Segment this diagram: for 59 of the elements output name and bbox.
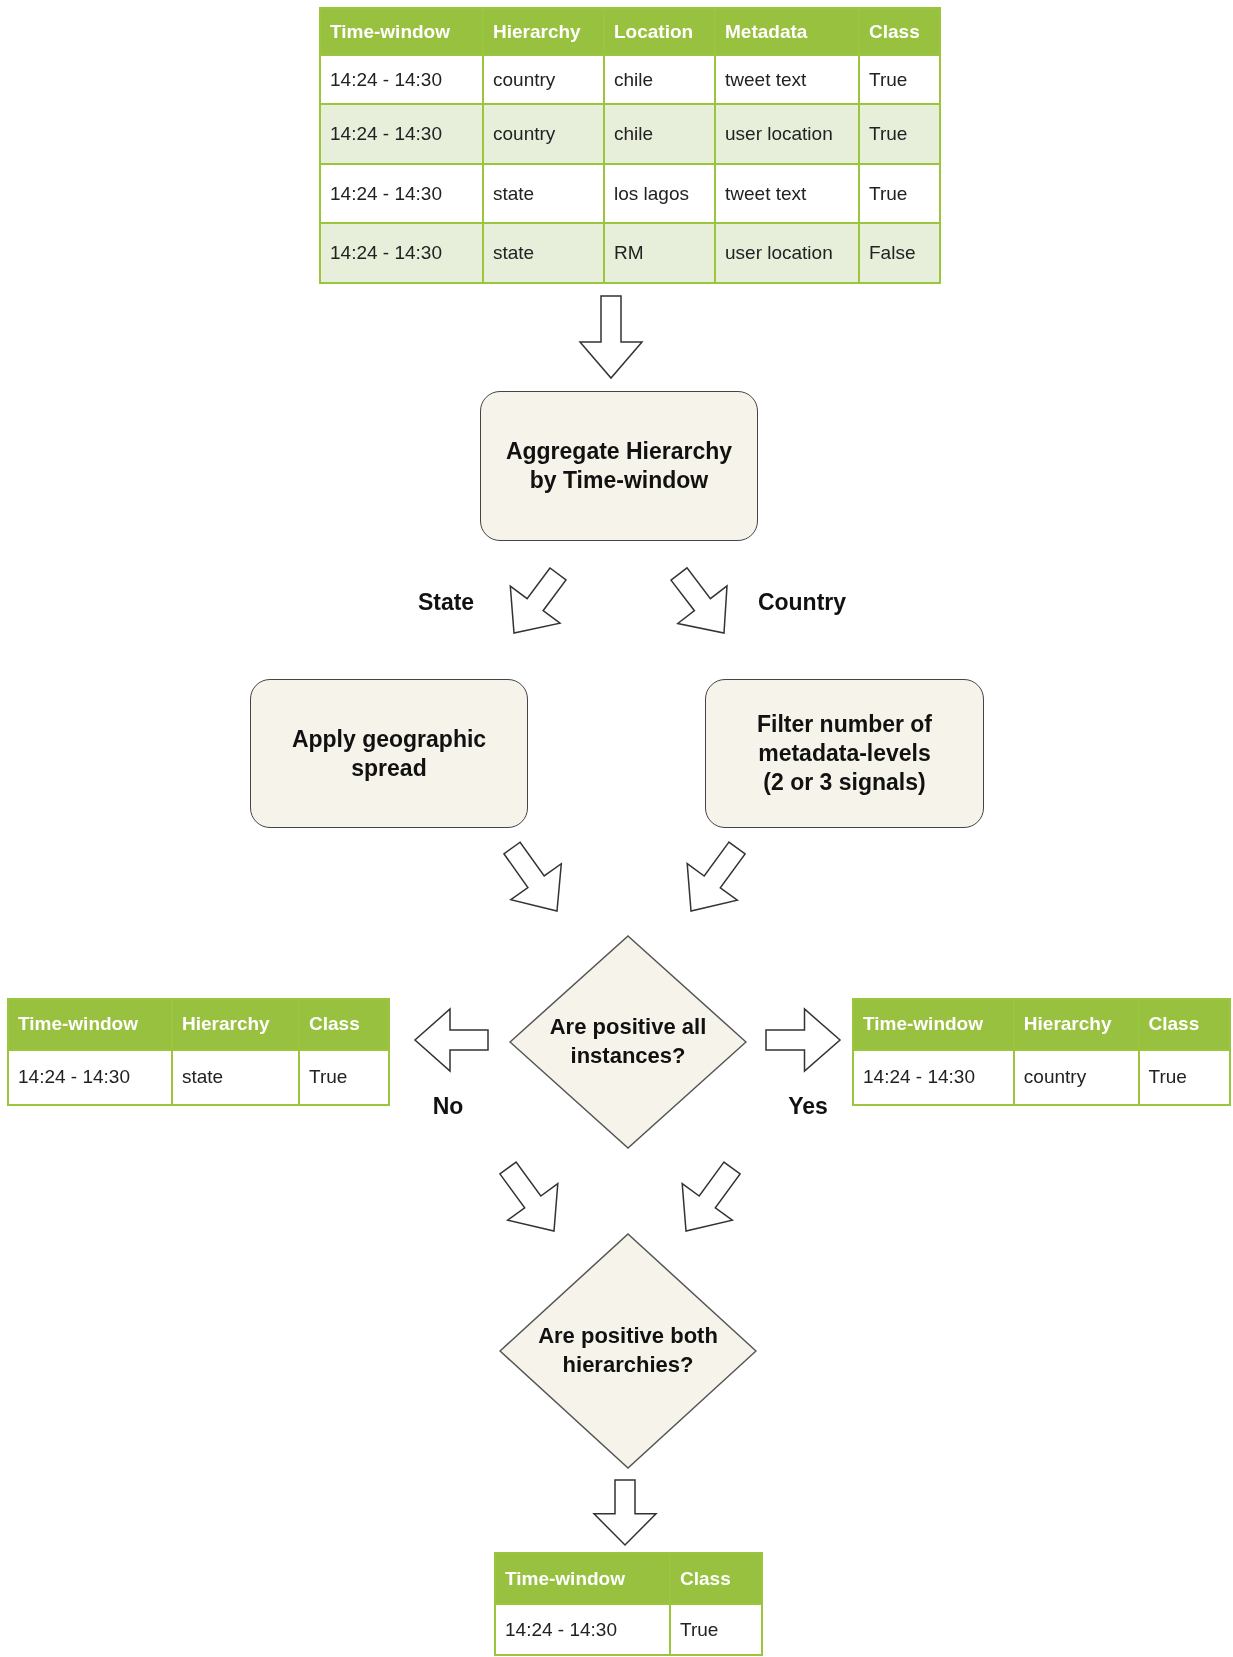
block-arrow: [592, 1479, 658, 1547]
data-table: [852, 998, 1231, 1106]
column-header: Time-window: [320, 8, 483, 56]
table-cell: 14:24 - 14:30: [320, 104, 483, 164]
column-header: Class: [299, 999, 389, 1050]
edge-label: Country: [757, 588, 847, 616]
box-text: Filter number of metadata-levels (2 or 3 signals): [755, 710, 934, 797]
edge-label: No: [432, 1092, 464, 1120]
edge-label: Yes: [788, 1092, 828, 1120]
process-box: [705, 679, 984, 828]
table-cell: country: [483, 104, 604, 164]
column-header: Class: [1138, 999, 1230, 1050]
table-cell: 14:24 - 14:30: [495, 1604, 670, 1655]
column-header: Hierarchy: [172, 999, 299, 1050]
column-header: Class: [859, 8, 940, 56]
table-cell: user location: [715, 223, 859, 283]
table-cell: True: [1138, 1049, 1230, 1105]
block-arrow: [669, 566, 728, 634]
decision-diamond: [509, 935, 747, 1149]
table-cell: state: [172, 1049, 299, 1105]
column-header: Location: [604, 8, 715, 56]
table-cell: True: [299, 1049, 389, 1105]
process-box: [250, 679, 528, 828]
decision-text: Are positive both hierarchies?: [537, 1322, 719, 1379]
decision-diamond: [499, 1233, 757, 1469]
column-header: Metadata: [715, 8, 859, 56]
box-text: Apply geographic spread: [290, 724, 488, 783]
table-cell: True: [859, 104, 940, 164]
table-cell: user location: [715, 104, 859, 164]
decision-text: Are positive all instances?: [548, 1013, 708, 1070]
block-arrow: [502, 841, 563, 912]
column-header: Time-window: [853, 999, 1014, 1050]
block-arrow: [509, 566, 568, 634]
column-header: Hierarchy: [483, 8, 604, 56]
table-cell: RM: [604, 223, 715, 283]
data-table: [319, 7, 939, 284]
block-arrow: [413, 1007, 489, 1073]
column-header: Time-window: [495, 1553, 670, 1604]
column-header: Hierarchy: [1013, 999, 1139, 1050]
box-text: Aggregate Hierarchy by Time-window: [504, 437, 734, 495]
table-cell: state: [483, 223, 604, 283]
table-cell: 14:24 - 14:30: [853, 1049, 1014, 1105]
data-table: [494, 1552, 761, 1656]
column-header: Class: [670, 1553, 762, 1604]
block-arrow: [681, 1161, 742, 1232]
block-arrow: [578, 295, 644, 380]
table-cell: 14:24 - 14:30: [8, 1049, 172, 1105]
table-cell: country: [1013, 1049, 1139, 1105]
block-arrow: [498, 1161, 559, 1232]
table-cell: chile: [604, 104, 715, 164]
table-cell: True: [670, 1604, 762, 1655]
table-cell: 14:24 - 14:30: [320, 223, 483, 283]
data-table: [7, 998, 388, 1106]
table-cell: False: [859, 223, 940, 283]
edge-label: State: [417, 588, 475, 616]
column-header: Time-window: [8, 999, 172, 1050]
block-arrow: [765, 1007, 842, 1073]
process-box: [480, 391, 758, 541]
block-arrow: [686, 841, 747, 912]
